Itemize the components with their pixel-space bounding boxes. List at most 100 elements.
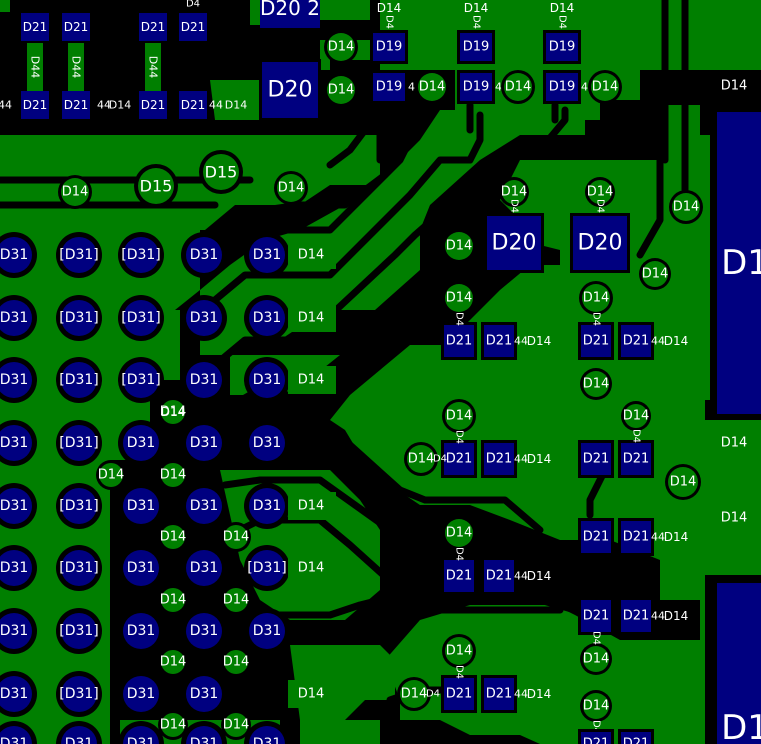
- bga-ball-pad: [123, 300, 159, 336]
- via-ring: [161, 463, 185, 487]
- via-label: D14: [527, 334, 552, 348]
- bga-ball-label: D31: [127, 686, 156, 702]
- via-label: D14: [623, 409, 650, 424]
- via-ring: [624, 404, 648, 428]
- via-label: D14: [408, 452, 435, 467]
- bga-ball-label: D31: [127, 736, 156, 744]
- silk-strip: [68, 43, 84, 91]
- copper-pour-region: [210, 80, 262, 120]
- via-ring: [224, 588, 248, 612]
- via-ring: [61, 178, 89, 206]
- bga-ball-pad: [123, 488, 159, 524]
- bga-ball-pad: [0, 613, 32, 649]
- smd-pad: [546, 73, 578, 101]
- via-label: D14: [160, 718, 187, 733]
- via-label-bg: [288, 680, 336, 708]
- via-ring: [138, 168, 174, 204]
- via-label: D14: [109, 99, 131, 112]
- bga-ball-pad: [61, 237, 97, 273]
- via-label: D14: [223, 593, 250, 608]
- via-label: D14: [160, 655, 187, 670]
- via-label-bg: [288, 366, 336, 394]
- smd-pad-label: D21: [583, 530, 610, 545]
- bga-ball-pad: [249, 613, 285, 649]
- via-ring: [591, 73, 619, 101]
- silk-strip: [27, 43, 43, 91]
- via-label: D14: [223, 655, 250, 670]
- via-label: D14: [721, 436, 748, 451]
- bga-ball-pad: [249, 300, 285, 336]
- via-ring: [161, 400, 185, 424]
- via-label: D14: [225, 99, 247, 112]
- smd-pad: [573, 216, 627, 270]
- smd-pad-label: D21: [583, 334, 610, 349]
- bga-ball-pad: [61, 488, 97, 524]
- smd-pad: [444, 678, 474, 710]
- via-ring: [445, 637, 473, 665]
- trace: [636, 96, 664, 259]
- via-ring: [224, 713, 248, 737]
- via-label: D14: [160, 530, 187, 545]
- smd-pad-label: D19: [549, 40, 576, 55]
- via-ring: [582, 284, 610, 312]
- pad-big-label: D1: [721, 243, 761, 283]
- bga-ball-pad: [249, 488, 285, 524]
- smd-pad-label: D20: [578, 231, 623, 256]
- bga-ball-label: [D31]: [59, 560, 99, 576]
- trace-tag-label: 44: [514, 688, 528, 701]
- smd-pad: [139, 13, 167, 41]
- via-label: D14: [328, 83, 355, 98]
- via-ring: [445, 402, 473, 430]
- via-label-bg: [288, 492, 336, 520]
- bga-ball-label: D31: [127, 560, 156, 576]
- via-ring: [642, 261, 668, 287]
- bga-ball-pad: [186, 613, 222, 649]
- silk-label: D4: [426, 689, 440, 700]
- via-ring: [277, 174, 305, 202]
- trace: [261, 106, 389, 214]
- smd-pad: [62, 13, 90, 41]
- smd-pad-label: D21: [446, 452, 473, 467]
- bga-ball-label: [D31]: [59, 435, 99, 451]
- silk-vertical-label: D44: [70, 56, 83, 78]
- bga-ball-label: D31: [0, 736, 28, 744]
- smd-large-label: D20 2: [260, 0, 320, 20]
- silk-label: D4: [454, 547, 465, 561]
- bga-ball-label: D31: [253, 623, 282, 639]
- via-ring: [224, 525, 248, 549]
- trace-tag-label: 44: [651, 610, 665, 623]
- bga-ball-label: D31: [190, 435, 219, 451]
- via-label: D14: [161, 405, 186, 419]
- bga-ball-pad: [61, 362, 97, 398]
- via-label: D14: [223, 718, 250, 733]
- bga-ball-label: D31: [0, 686, 28, 702]
- smd-pad-label: D21: [64, 20, 89, 34]
- smd-pad: [139, 91, 167, 119]
- via-large-label: D15: [140, 177, 173, 196]
- bga-ball-pad: [186, 425, 222, 461]
- via-label: D14: [298, 248, 325, 263]
- via-ring: [203, 154, 239, 190]
- bga-ball-label: D31: [253, 498, 282, 514]
- bga-ball-label: D31: [190, 498, 219, 514]
- smd-pad: [621, 732, 651, 744]
- bga-ball-label: D31: [127, 623, 156, 639]
- pad-big: [717, 583, 761, 744]
- smd-pad-label: D21: [623, 737, 650, 744]
- copper-pour-region: [0, 380, 150, 460]
- bga-ball-label: [D31]: [121, 247, 161, 263]
- via-label: D14: [583, 377, 610, 392]
- bga-ball-pad: [61, 300, 97, 336]
- bga-ball-label: D31: [127, 435, 156, 451]
- via-label: D14: [721, 79, 748, 94]
- bga-ball-label: D31: [0, 498, 28, 514]
- via-label-bg: [288, 554, 336, 582]
- smd-pad: [179, 13, 207, 41]
- via-label: D14: [446, 291, 473, 306]
- bga-ball-pad: [123, 550, 159, 586]
- smd-pad: [444, 560, 474, 592]
- via-label: D14: [298, 687, 325, 702]
- via-label: D14: [446, 239, 473, 254]
- via-label: D14: [160, 593, 187, 608]
